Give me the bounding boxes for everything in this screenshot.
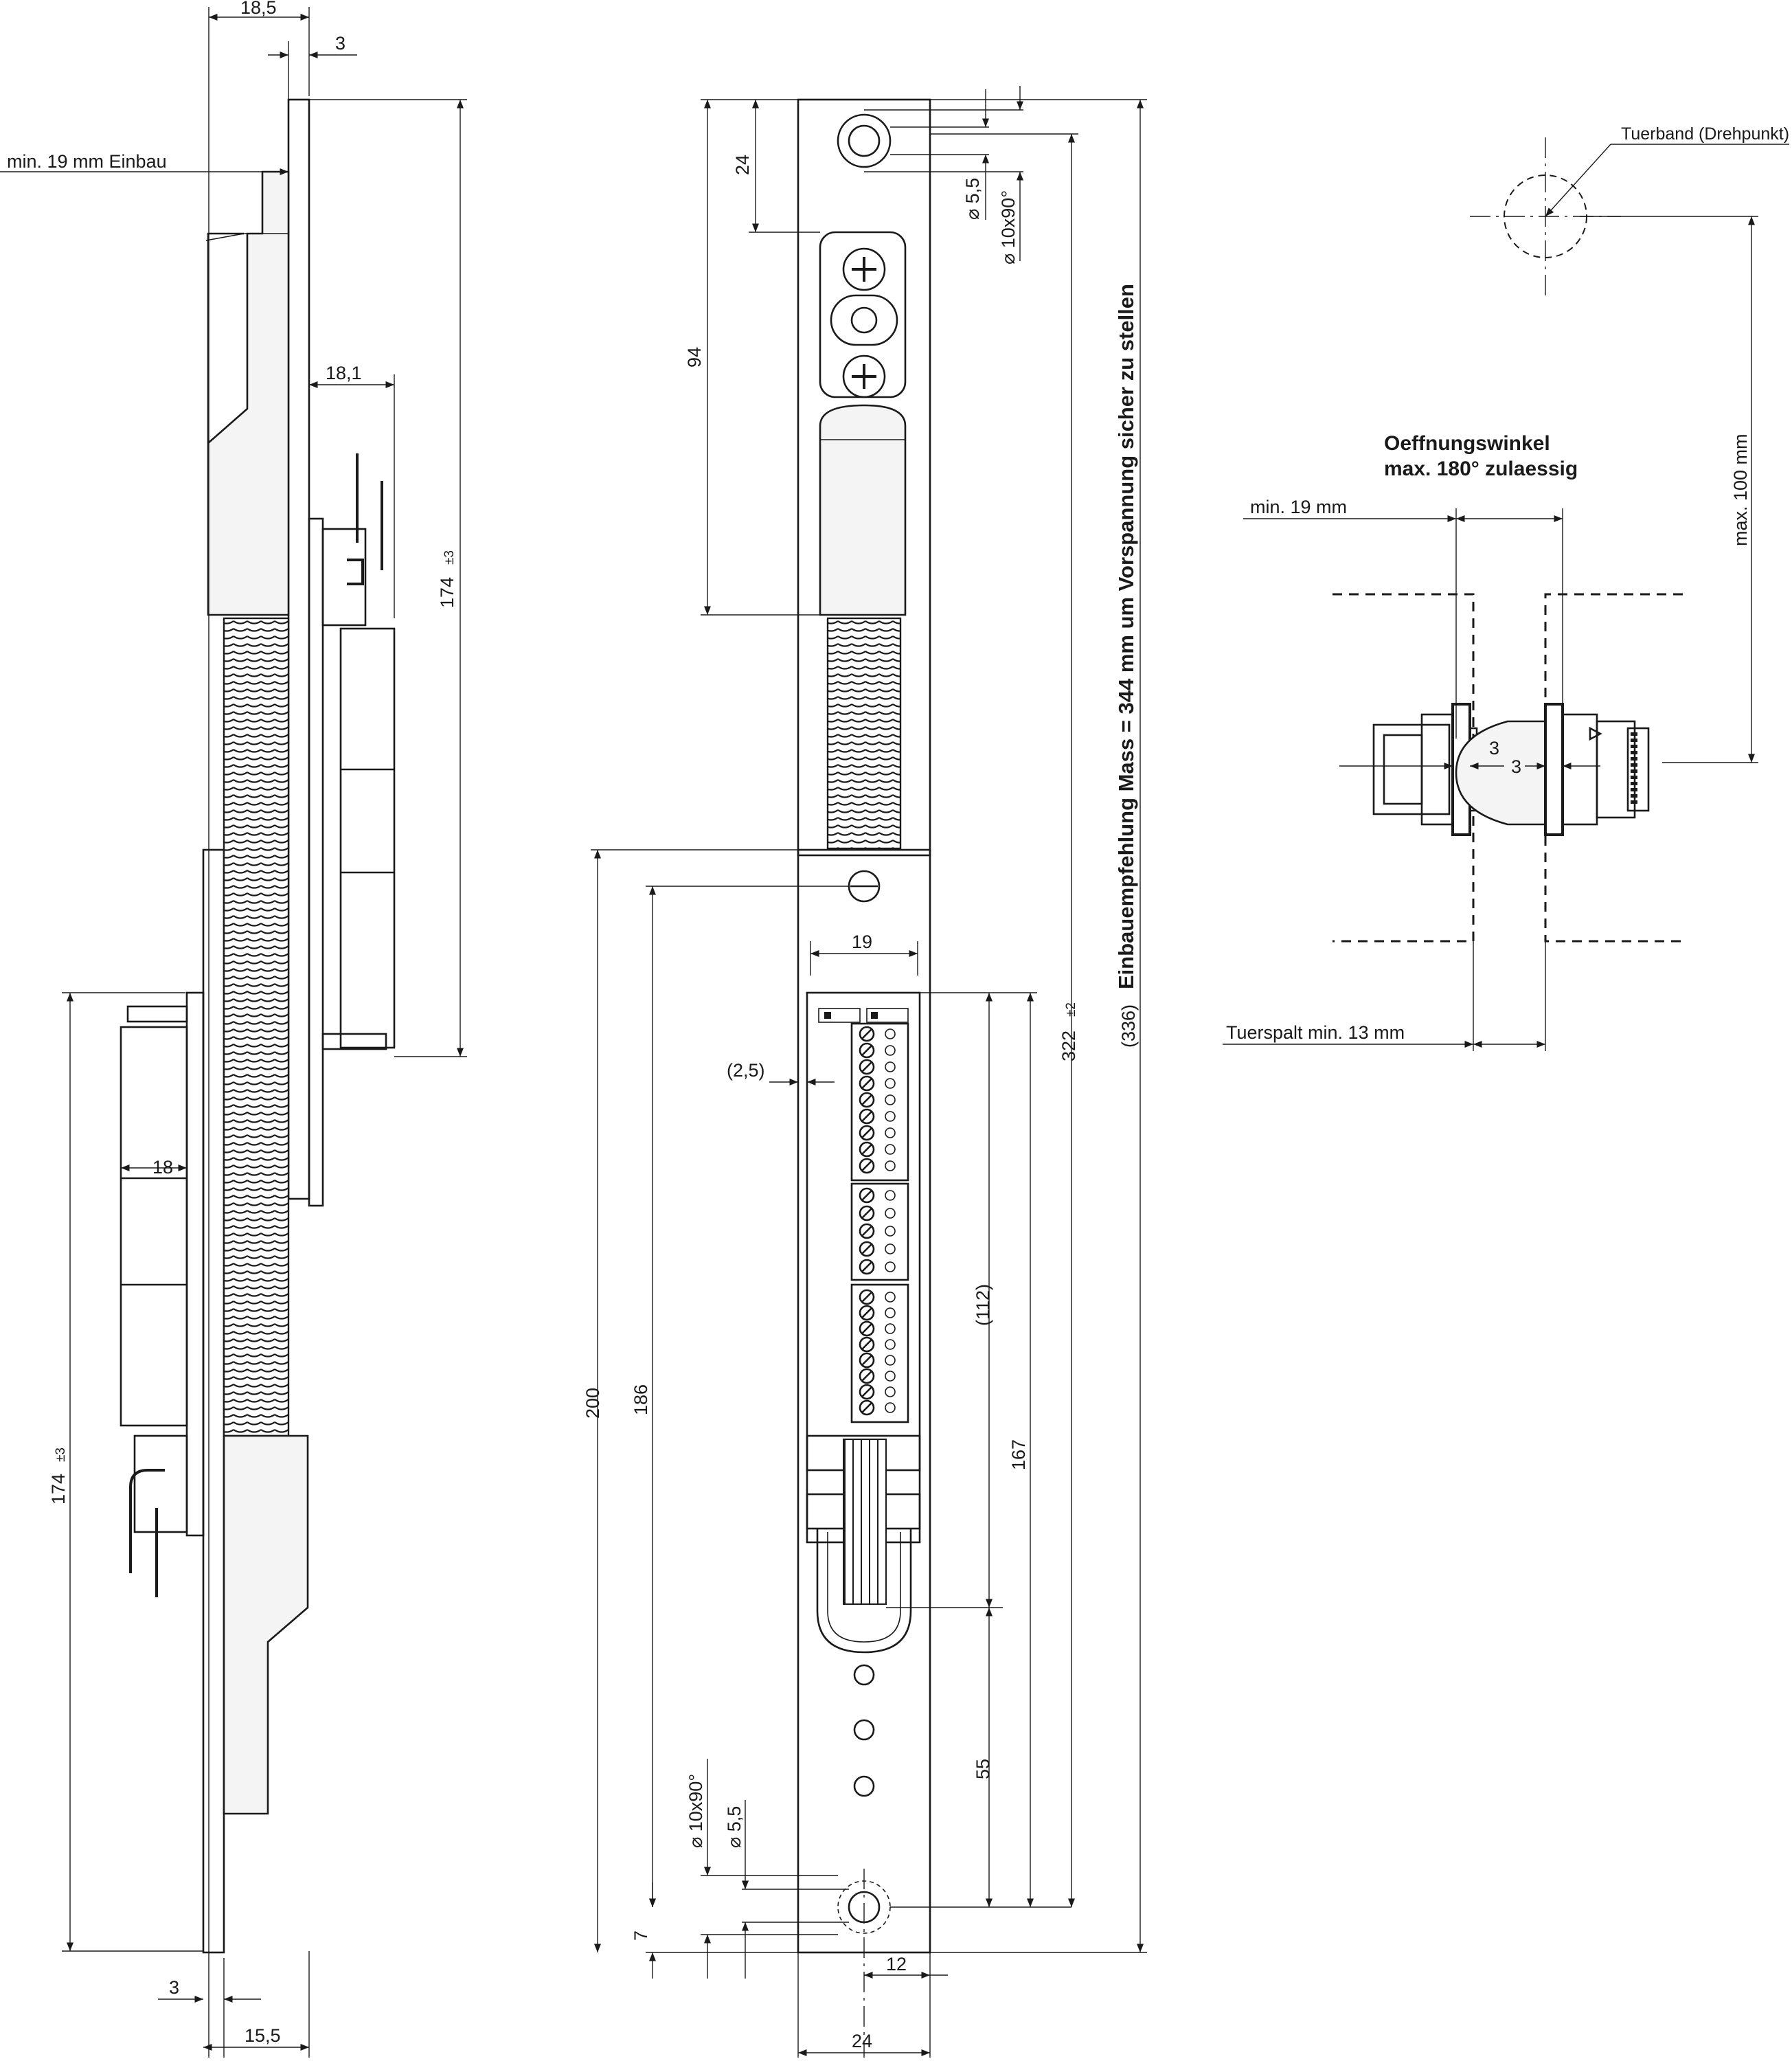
dim-countersink-bottom: ⌀ 10x90°: [685, 1774, 706, 1848]
dim-322: 322: [1058, 1030, 1079, 1061]
front-view: 94 24 ⌀ 5,5 ⌀ 10x90° 19 (2,5) 200 186 (1…: [582, 86, 1147, 2058]
dim-3: 3: [1489, 738, 1499, 758]
dim-housing-lower: 18: [152, 1157, 173, 1178]
dim-hole-dia-top: ⌀ 5,5: [962, 178, 983, 220]
dim-24-bottom: 24: [852, 2031, 872, 2051]
dim-186: 186: [631, 1384, 651, 1415]
tol-length-upper: ±3: [442, 550, 457, 565]
dim-length-upper: 174: [437, 577, 457, 608]
dim-max-100: max. 100 mm: [1730, 433, 1751, 546]
side-plate-upper: [287, 98, 310, 1200]
dim-2-5: (2,5): [727, 1060, 765, 1081]
front-rail-upper: [797, 98, 931, 857]
dim-plate-thickness-top: 3: [335, 33, 345, 54]
front-housing-upper: [819, 404, 907, 616]
dim-bottom-width: 15,5: [245, 2025, 281, 2046]
title-line2: max. 180° zulaessig: [1384, 458, 1578, 480]
dim-19: 19: [852, 932, 872, 952]
dim-3b: 3: [1511, 756, 1521, 777]
label-hinge: Tuerband (Drehpunkt): [1621, 124, 1789, 144]
side-housing-upper: [207, 170, 290, 616]
side-view: 18,5 3 min. 19 mm Einbau 18,1 174 ±3 18 …: [0, 0, 467, 2058]
dim-countersink-top: ⌀ 10x90°: [998, 190, 1019, 264]
dim-94: 94: [684, 347, 705, 368]
dim-top-width: 18,5: [240, 0, 277, 18]
front-spring-cable: [826, 617, 902, 850]
dim-plate-thickness-bottom: 3: [169, 1977, 179, 1998]
dim-336: (336): [1118, 1004, 1139, 1048]
dim-12: 12: [886, 1954, 907, 1974]
note-recommendation: Einbauempfehlung Mass = 344 mm um Vorspa…: [1114, 284, 1138, 989]
dim-housing-upper: 18,1: [326, 363, 362, 383]
dim-167: 167: [1008, 1439, 1029, 1470]
side-spring-cable: [223, 617, 290, 1437]
dim-hole-dia-bottom: ⌀ 5,5: [724, 1806, 745, 1848]
dim-24-top: 24: [732, 155, 753, 175]
dim-112: (112): [973, 1284, 993, 1326]
note-min-install: min. 19 mm Einbau: [7, 151, 167, 172]
plan-view: Tuerband (Drehpunkt) Oeffnungswinkel max…: [1223, 124, 1789, 1051]
tol-length-lower: ±3: [54, 1448, 68, 1462]
dim-length-lower: 174: [48, 1474, 69, 1505]
side-housing-lower: [223, 1434, 309, 1815]
plan-cable-bulb: [1455, 720, 1547, 826]
dim-7: 7: [631, 1930, 651, 1941]
dim-gap: Tuerspalt min. 13 mm: [1226, 1022, 1405, 1043]
dim-55: 55: [973, 1759, 993, 1779]
dim-min-19: min. 19 mm: [1250, 497, 1347, 517]
dim-200: 200: [582, 1388, 603, 1419]
side-plate-lower: [202, 848, 225, 1954]
tol-322: ±2: [1064, 1002, 1078, 1017]
title-line1: Oeffnungswinkel: [1384, 432, 1550, 455]
